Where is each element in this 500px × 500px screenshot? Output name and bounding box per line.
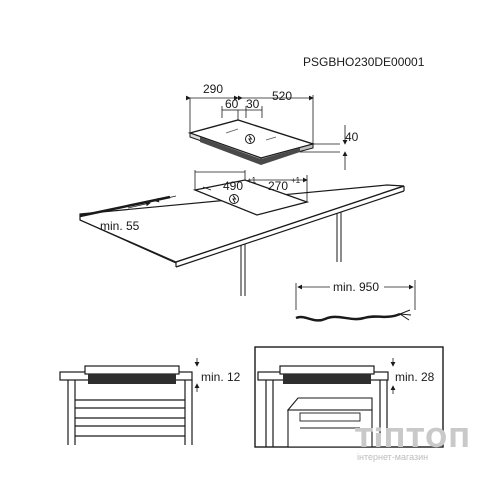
dimension-depth-290: 290 — [203, 82, 223, 96]
store-watermark: TiПТОП інтернет-магазин — [355, 424, 471, 462]
dimension-width-520: 520 — [272, 89, 292, 103]
worktop-cutout — [192, 179, 310, 216]
dimension-offset-30: 30 — [246, 97, 260, 111]
cutout-width-490: 490 — [223, 179, 243, 193]
side-view-left — [59, 358, 200, 445]
power-cable — [295, 280, 416, 322]
watermark-subtitle: інтернет-магазин — [357, 452, 428, 462]
hob-unit — [187, 119, 316, 165]
left-clearance-label: min. 12 — [201, 370, 241, 384]
dimension-lines-cutout — [127, 170, 308, 209]
right-clearance-label: min. 28 — [395, 370, 435, 384]
side-view-right — [254, 346, 444, 448]
cutout-depth-tolerance: +1 — [291, 176, 301, 185]
cutout-width-tolerance: +1 — [247, 176, 257, 185]
document-code: PSGBHO230DE00001 — [303, 55, 425, 69]
front-clearance-label: min. 55 — [100, 219, 140, 233]
dimension-height-40: 40 — [345, 130, 359, 144]
power-symbol-icon — [245, 134, 255, 144]
dimension-offset-60: 60 — [225, 97, 239, 111]
power-symbol-icon — [229, 194, 239, 204]
dimension-lines-top — [186, 95, 348, 170]
cable-length-label: min. 950 — [333, 280, 379, 294]
cutout-depth-270: 270 — [268, 179, 288, 193]
watermark-brand: TiПТОП — [355, 424, 471, 454]
